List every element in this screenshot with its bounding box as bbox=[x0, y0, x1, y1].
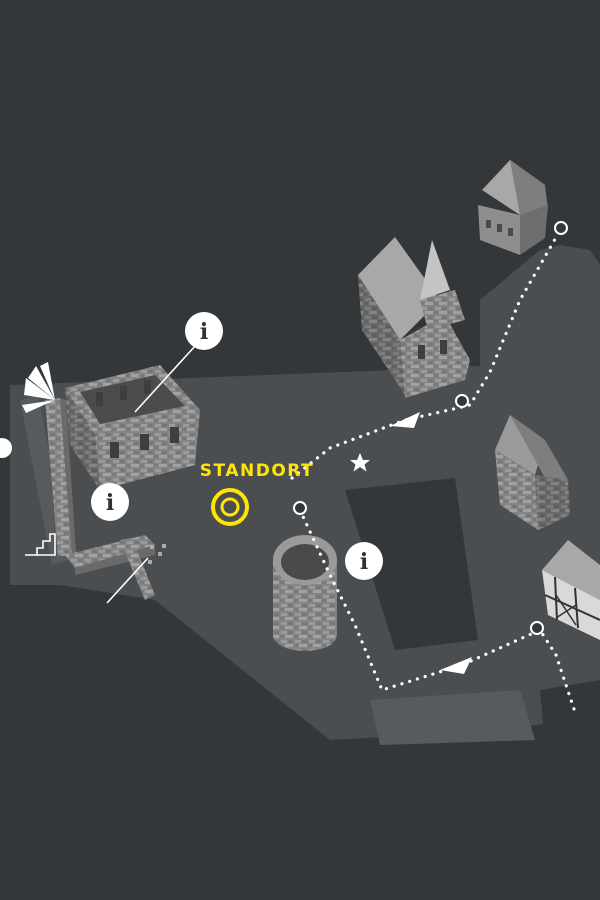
info-marker-icon[interactable] bbox=[185, 312, 223, 350]
viewpoint-icon[interactable] bbox=[22, 362, 55, 413]
info-marker-icon[interactable] bbox=[0, 438, 12, 458]
church bbox=[358, 237, 470, 398]
inner-courtyard bbox=[345, 478, 478, 650]
info-marker-label: i bbox=[106, 490, 114, 516]
info-marker-icon[interactable] bbox=[91, 483, 129, 521]
direction-arrow-icon bbox=[390, 412, 472, 674]
info-marker-label: i bbox=[200, 319, 208, 345]
ruin-keep bbox=[65, 365, 200, 490]
stairs-icon bbox=[25, 533, 56, 556]
star-icon[interactable] bbox=[350, 453, 370, 472]
timber-house bbox=[542, 540, 600, 640]
round-tower bbox=[273, 535, 337, 651]
info-marker-wall[interactable]: i bbox=[91, 483, 129, 521]
callout-lines bbox=[106, 344, 197, 604]
info-marker-icon[interactable] bbox=[345, 542, 383, 580]
house-right bbox=[495, 415, 570, 530]
waypoint-circle-icon bbox=[293, 221, 568, 635]
you-are-here-target-icon[interactable] bbox=[211, 488, 249, 526]
house-top-right bbox=[478, 160, 548, 255]
walking-route bbox=[290, 232, 577, 714]
info-marker-label: i bbox=[360, 549, 368, 575]
castle-wall-left bbox=[20, 395, 76, 565]
info-marker-keep[interactable]: i bbox=[185, 312, 223, 350]
info-marker-tower[interactable]: i bbox=[345, 542, 383, 580]
location-label: STANDORT bbox=[200, 461, 314, 481]
